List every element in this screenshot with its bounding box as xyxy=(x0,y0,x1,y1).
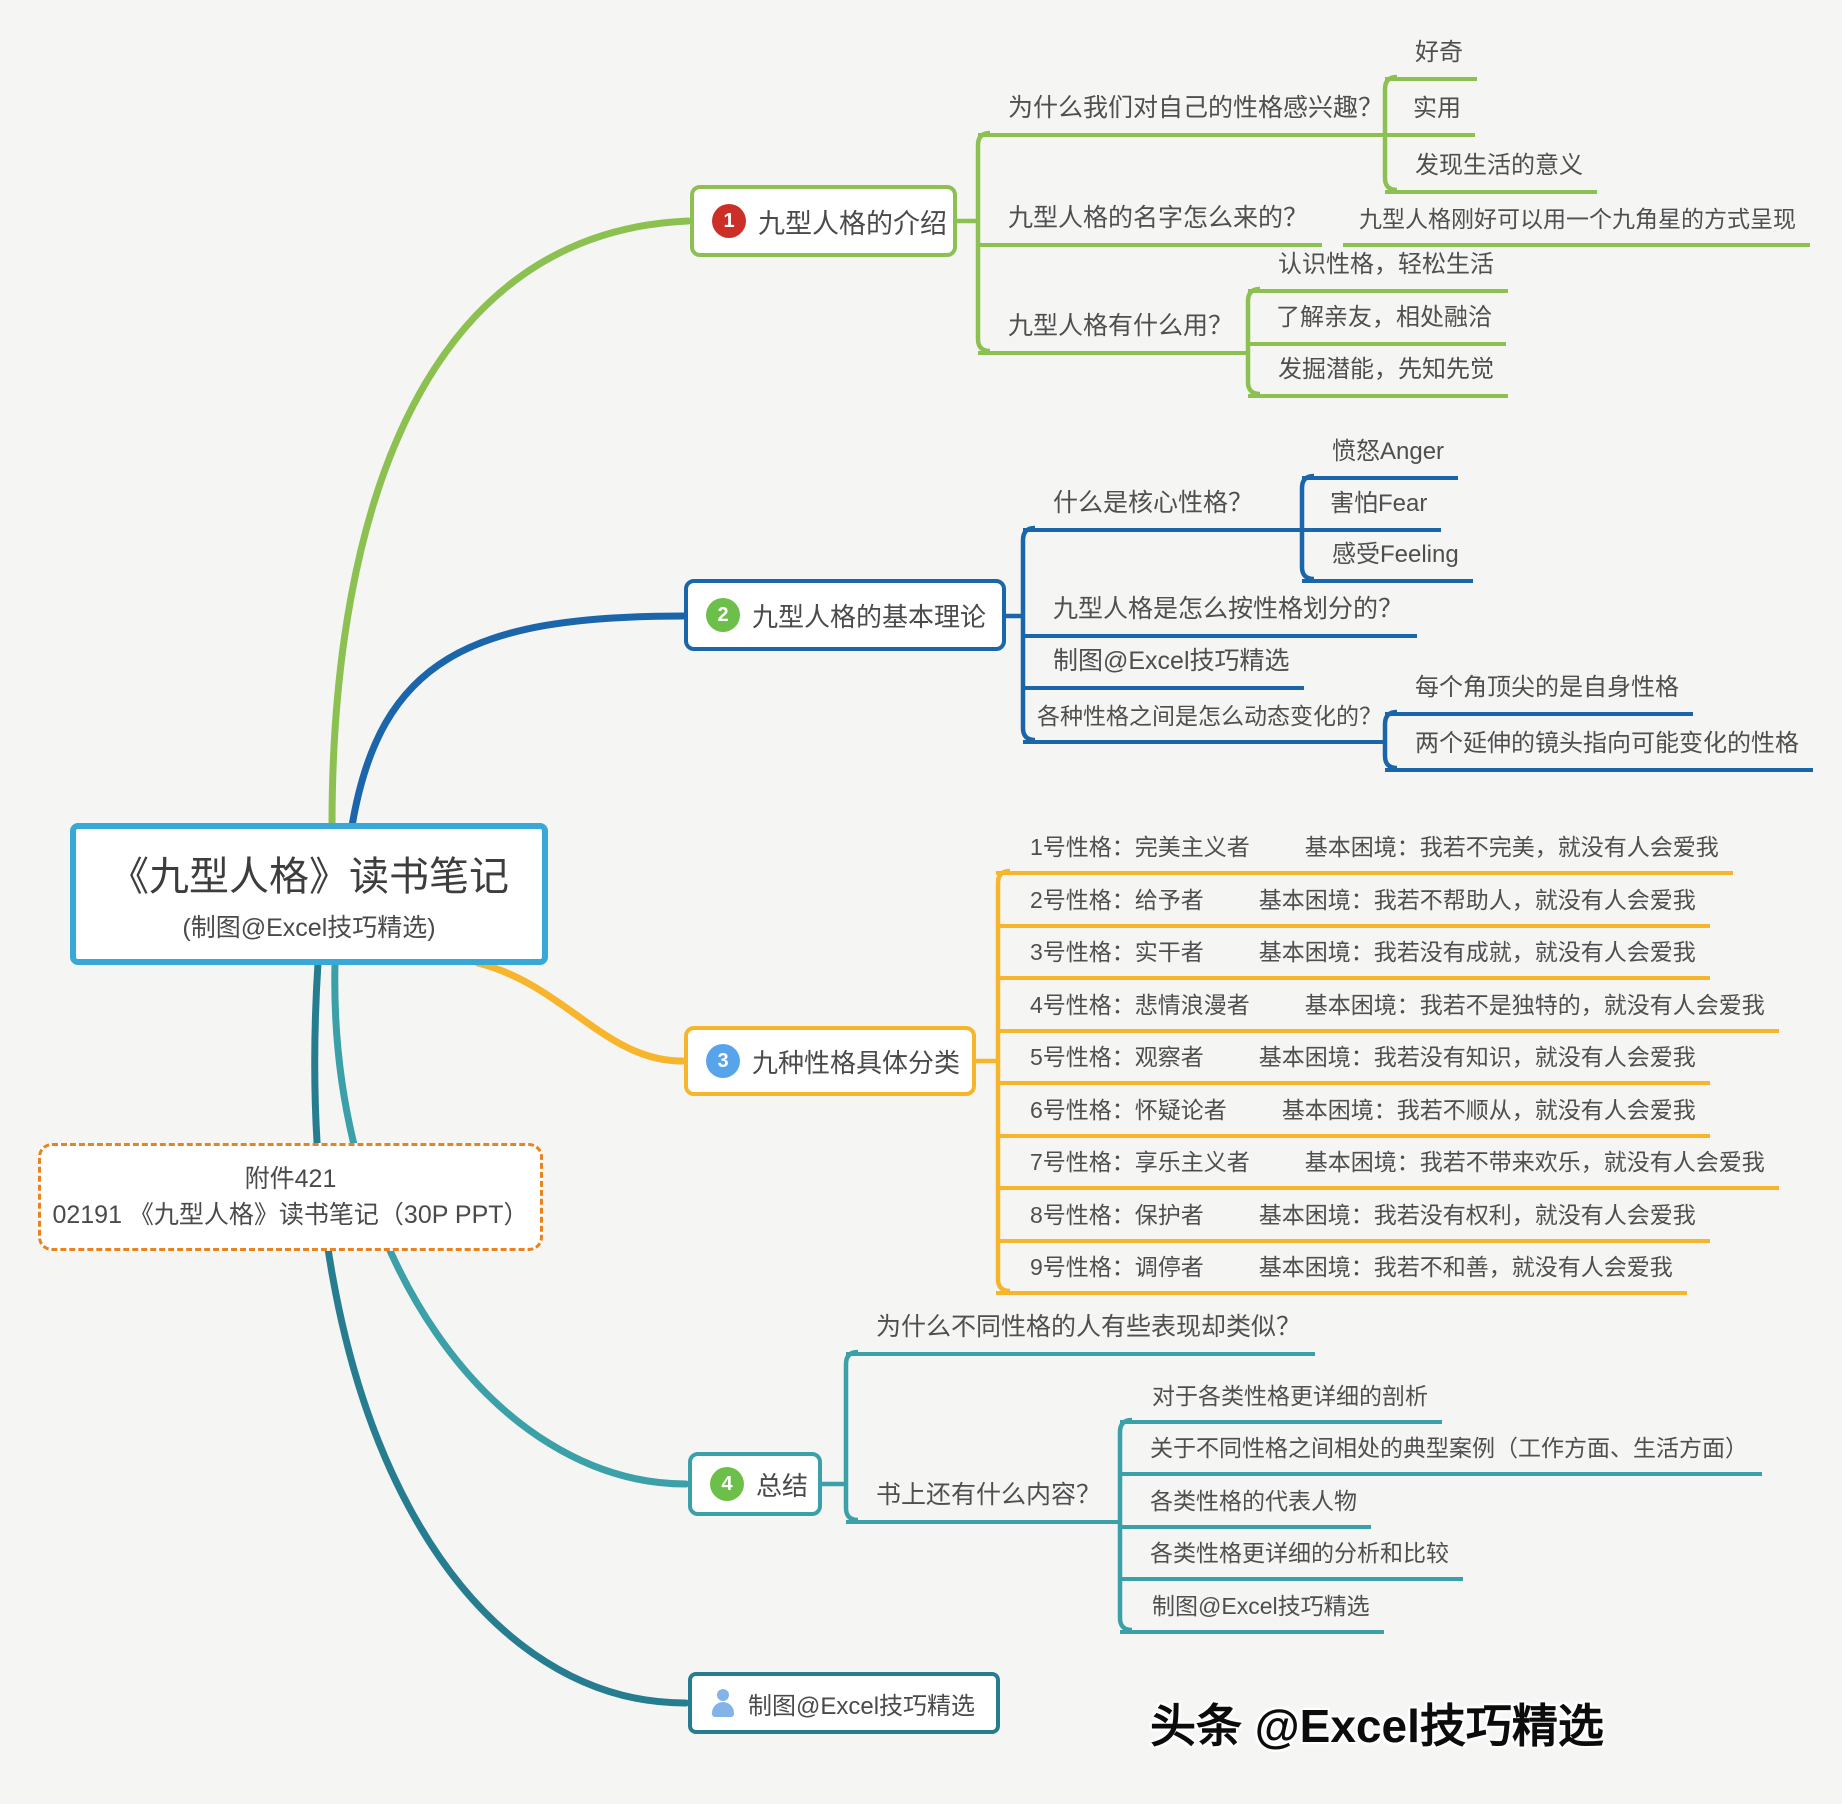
central-topic-title: 《九型人格》读书笔记 xyxy=(109,855,509,899)
branch1-badge: 1 xyxy=(712,204,746,238)
branch4-more-item[interactable]: 各类性格更详细的分析和比较 xyxy=(1118,1537,1463,1581)
personality-row[interactable]: 2号性格：给予者 基本困境：我若不帮助人，就没有人会爱我 xyxy=(996,884,1710,928)
personality-dilemma: 基本困境：我若不带来欢乐，就没有人会爱我 xyxy=(1304,1149,1765,1175)
branch1-interest-item[interactable]: 好奇 xyxy=(1385,36,1477,81)
branch2-core-item[interactable]: 害怕Fear xyxy=(1300,487,1442,532)
personality-dilemma: 基本困境：我若没有知识，就没有人会爱我 xyxy=(1258,1044,1696,1070)
branch1-q-use[interactable]: 九型人格有什么用？ xyxy=(978,309,1248,355)
branch2-title: 九型人格的基本理论 xyxy=(752,601,987,632)
person-icon xyxy=(710,1689,736,1717)
branch1-use-item[interactable]: 发掘潜能，先知先觉 xyxy=(1248,353,1508,398)
branch1-interest-item[interactable]: 发现生活的意义 xyxy=(1385,149,1597,194)
personality-dilemma: 基本困境：我若不帮助人，就没有人会爱我 xyxy=(1258,887,1696,913)
personality-type: 8号性格：保护者 xyxy=(1030,1202,1204,1228)
branch3-badge: 3 xyxy=(706,1044,740,1078)
branch4-more-item[interactable]: 制图@Excel技巧精选 xyxy=(1120,1590,1384,1634)
branch2-node[interactable]: 2 九型人格的基本理论 xyxy=(684,579,1006,651)
personality-type: 5号性格：观察者 xyxy=(1030,1044,1204,1070)
branch1-use-item[interactable]: 认识性格，轻松生活 xyxy=(1248,248,1508,293)
branch1-q-name[interactable]: 九型人格的名字怎么来的？ xyxy=(978,201,1323,247)
attachment-note-line1: 附件421 xyxy=(244,1165,337,1193)
branch1-use-item[interactable]: 了解亲友，相处融洽 xyxy=(1246,301,1506,346)
personality-type: 6号性格：怀疑论者 xyxy=(1030,1097,1227,1123)
personality-dilemma: 基本困境：我若没有权利，就没有人会爱我 xyxy=(1258,1202,1696,1228)
central-topic[interactable]: 《九型人格》读书笔记 (制图@Excel技巧精选) xyxy=(70,823,548,965)
branch4-more-item[interactable]: 各类性格的代表人物 xyxy=(1118,1485,1371,1529)
personality-row[interactable]: 4号性格：悲情浪漫者 基本困境：我若不是独特的，就没有人会爱我 xyxy=(996,989,1779,1033)
personality-dilemma: 基本困境：我若不和善，就没有人会爱我 xyxy=(1258,1254,1673,1280)
personality-row[interactable]: 6号性格：怀疑论者 基本困境：我若不顺从，就没有人会爱我 xyxy=(996,1094,1710,1138)
branch4-more-item[interactable]: 对于各类性格更详细的剖析 xyxy=(1120,1380,1442,1424)
branch2-q-divide[interactable]: 九型人格是怎么按性格划分的？ xyxy=(1023,592,1418,638)
personality-dilemma: 基本困境：我若没有成就，就没有人会爱我 xyxy=(1258,939,1696,965)
branch4-node[interactable]: 4 总结 xyxy=(688,1452,822,1516)
branch2-dynamic-item[interactable]: 每个角顶尖的是自身性格 xyxy=(1385,671,1693,716)
personality-type: 2号性格：给予者 xyxy=(1030,887,1204,913)
branch1-interest-item[interactable]: 实用 xyxy=(1383,92,1475,137)
personality-dilemma: 基本困境：我若不完美，就没有人会爱我 xyxy=(1304,834,1719,860)
author-node[interactable]: 制图@Excel技巧精选 xyxy=(688,1672,1000,1734)
branch4-more-item[interactable]: 关于不同性格之间相处的典型案例（工作方面、生活方面） xyxy=(1118,1432,1762,1476)
personality-type: 3号性格：实干者 xyxy=(1030,939,1204,965)
branch2-q-core[interactable]: 什么是核心性格？ xyxy=(1023,486,1302,532)
branch4-q-more[interactable]: 书上还有什么内容？ xyxy=(846,1478,1120,1524)
branch2-q-dynamic[interactable]: 各种性格之间是怎么动态变化的？ xyxy=(1023,700,1385,744)
branch3-node[interactable]: 3 九种性格具体分类 xyxy=(684,1026,976,1096)
personality-type: 4号性格：悲情浪漫者 xyxy=(1030,992,1250,1018)
personality-dilemma: 基本困境：我若不顺从，就没有人会爱我 xyxy=(1281,1097,1696,1123)
personality-row[interactable]: 9号性格：调停者 基本困境：我若不和善，就没有人会爱我 xyxy=(996,1251,1687,1295)
branch2-core-item[interactable]: 愤怒Anger xyxy=(1302,435,1459,480)
branch4-title: 总结 xyxy=(756,1470,809,1501)
branch4-badge: 4 xyxy=(710,1467,744,1501)
branch1-q-interest[interactable]: 为什么我们对自己的性格感兴趣？ xyxy=(978,91,1385,137)
branch2-core-item[interactable]: 感受Feeling xyxy=(1302,538,1473,583)
central-topic-subtitle: (制图@Excel技巧精选) xyxy=(182,914,436,942)
branch4-q-similar[interactable]: 为什么不同性格的人有些表现却类似？ xyxy=(846,1310,1316,1356)
personality-row[interactable]: 5号性格：观察者 基本困境：我若没有知识，就没有人会爱我 xyxy=(996,1041,1710,1085)
personality-type: 9号性格：调停者 xyxy=(1030,1254,1204,1280)
attachment-note-line2: 02191 《九型人格》读书笔记（30P PPT） xyxy=(52,1201,529,1229)
branch3-title: 九种性格具体分类 xyxy=(752,1047,961,1078)
personality-dilemma: 基本困境：我若不是独特的，就没有人会爱我 xyxy=(1304,992,1765,1018)
branch2-dynamic-item[interactable]: 两个延伸的镜头指向可能变化的性格 xyxy=(1385,727,1813,772)
branch2-badge: 2 xyxy=(706,598,740,632)
branch1-node[interactable]: 1 九型人格的介绍 xyxy=(690,185,957,257)
watermark: 头条 @Excel技巧精选 xyxy=(1150,1700,1604,1752)
personality-type: 7号性格：享乐主义者 xyxy=(1030,1149,1250,1175)
personality-row[interactable]: 7号性格：享乐主义者 基本困境：我若不带来欢乐，就没有人会爱我 xyxy=(996,1146,1779,1190)
personality-type: 1号性格：完美主义者 xyxy=(1030,834,1250,860)
personality-row[interactable]: 3号性格：实干者 基本困境：我若没有成就，就没有人会爱我 xyxy=(996,936,1710,980)
personality-row[interactable]: 8号性格：保护者 基本困境：我若没有权利，就没有人会爱我 xyxy=(996,1199,1710,1243)
branch2-credit[interactable]: 制图@Excel技巧精选 xyxy=(1023,644,1304,690)
personality-row[interactable]: 1号性格：完美主义者 基本困境：我若不完美，就没有人会爱我 xyxy=(996,831,1733,875)
branch1-name-answer[interactable]: 九型人格刚好可以用一个九角星的方式呈现 xyxy=(1343,203,1810,247)
attachment-note[interactable]: 附件421 02191 《九型人格》读书笔记（30P PPT） xyxy=(38,1143,543,1251)
author-label: 制图@Excel技巧精选 xyxy=(748,1692,976,1720)
branch1-title: 九型人格的介绍 xyxy=(758,208,947,239)
